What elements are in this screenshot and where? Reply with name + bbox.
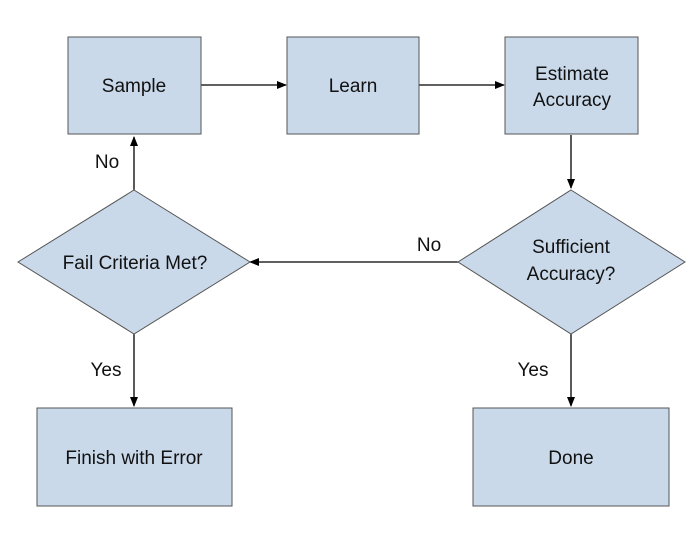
edge-label-yes-fail-to-finish: Yes (91, 360, 122, 381)
node-fail-label: Fail Criteria Met? (63, 253, 208, 274)
node-done-label: Done (548, 448, 593, 469)
edge-label-yes-sufficient-to-done: Yes (518, 360, 549, 381)
node-sufficient-accuracy: Sufficient Accuracy? (457, 189, 686, 335)
node-learn: Learn (286, 36, 420, 135)
node-sufficient-line2: Accuracy? (527, 264, 616, 285)
node-finish-label: Finish with Error (65, 448, 203, 469)
node-fail-criteria: Fail Criteria Met? (17, 189, 251, 335)
node-estimate-accuracy: Estimate Accuracy (504, 36, 639, 135)
edge-label-no-fail-to-sample: No (95, 152, 119, 173)
node-done: Done (472, 407, 670, 507)
node-sample: Sample (67, 36, 202, 135)
edge-label-no-sufficient-to-fail: No (417, 235, 441, 256)
node-learn-label: Learn (329, 76, 378, 97)
node-estimate-line2: Accuracy (533, 90, 612, 111)
node-estimate-line1: Estimate (535, 64, 609, 85)
node-sample-label: Sample (102, 76, 166, 97)
node-sufficient-line1: Sufficient (532, 237, 611, 258)
node-finish-with-error: Finish with Error (36, 407, 233, 507)
